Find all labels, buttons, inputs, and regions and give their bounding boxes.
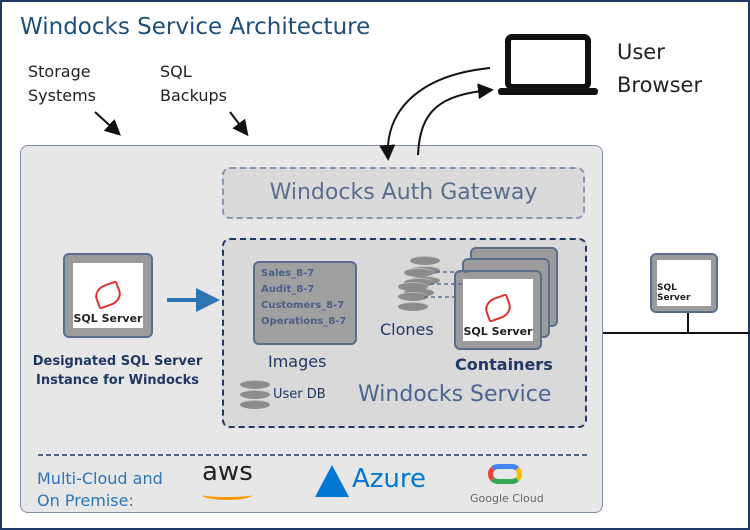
designated-instance-label: Designated SQL Server Instance for Windo… [32,354,203,388]
diagram-title: Windocks Service Architecture [20,14,371,40]
azure-icon [315,465,349,497]
windocks-service-label: Windocks Service [358,382,552,407]
gateway-to-browser-arrow [417,83,494,156]
aws-smile-icon [202,490,252,500]
sql-server-logo: SQL Server [657,260,711,306]
external-sql-server: SQL Server [650,253,718,313]
images-box: Sales_8-7 Audit_8-7 Customers_8-7 Operat… [253,261,357,345]
container-front: SQL Server [454,270,542,350]
images-label: Images [268,352,327,371]
image-item: Sales_8-7 [261,268,315,279]
user-browser-label: User Browser [617,40,703,97]
sql-server-logo: SQL Server [73,263,143,328]
laptop-icon [498,34,598,95]
clone-db-icon [398,282,428,312]
image-item: Audit_8-7 [261,284,315,295]
auth-gateway: Windocks Auth Gateway [222,167,585,219]
sql-server-logo: SQL Server [463,279,533,341]
storage-arrow [94,111,121,136]
multi-cloud-label: Multi-Cloud and On Premise: [37,469,163,510]
user-db-label: User DB [273,387,326,402]
sql-backups-label: SQL Backups [160,62,227,105]
image-item: Operations_8-7 [261,316,347,327]
clones-label: Clones [380,320,434,339]
aws-logo: aws [202,457,253,487]
backups-arrow [229,111,249,137]
google-cloud-logo: Google Cloud [470,492,544,505]
containers-label: Containers [455,355,553,374]
designated-sql-server: SQL Server [63,253,153,338]
user-db-icon [240,380,270,410]
browser-to-gateway-arrow [379,67,491,161]
image-item: Customers_8-7 [261,300,345,311]
storage-systems-label: Storage Systems [28,62,96,105]
azure-logo: Azure [352,464,427,494]
clone-links [424,271,470,298]
google-cloud-icon [488,464,522,484]
